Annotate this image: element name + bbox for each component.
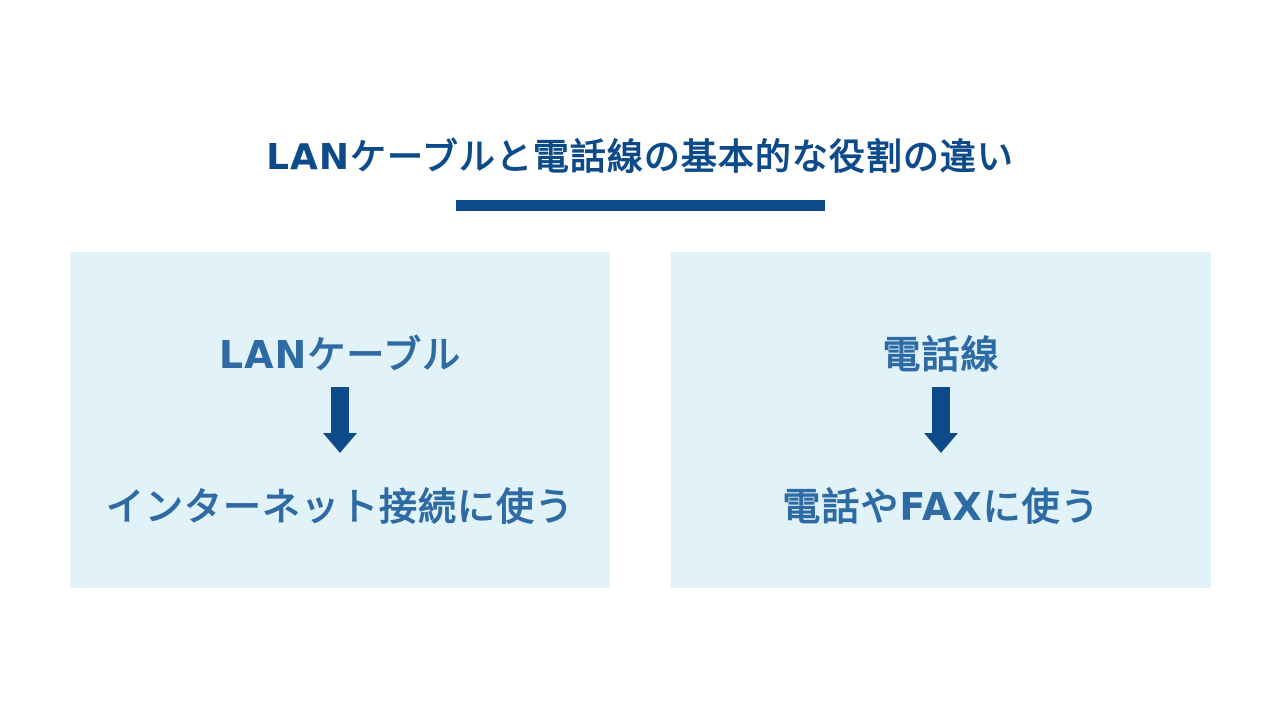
lan-cable-box: LANケーブル インターネット接続に使う <box>70 252 610 588</box>
down-arrow-icon <box>323 387 357 453</box>
box-heading: 電話線 <box>882 333 1000 377</box>
title-underline <box>456 200 825 211</box>
diagram-title: LANケーブルと電話線の基本的な役割の違い <box>266 137 1014 178</box>
down-arrow-icon <box>924 387 958 453</box>
box-usage: 電話やFAXに使う <box>782 485 1100 529</box>
telephone-line-box: 電話線 電話やFAXに使う <box>671 252 1211 588</box>
box-usage: インターネット接続に使う <box>105 485 574 529</box>
box-heading: LANケーブル <box>218 333 462 377</box>
